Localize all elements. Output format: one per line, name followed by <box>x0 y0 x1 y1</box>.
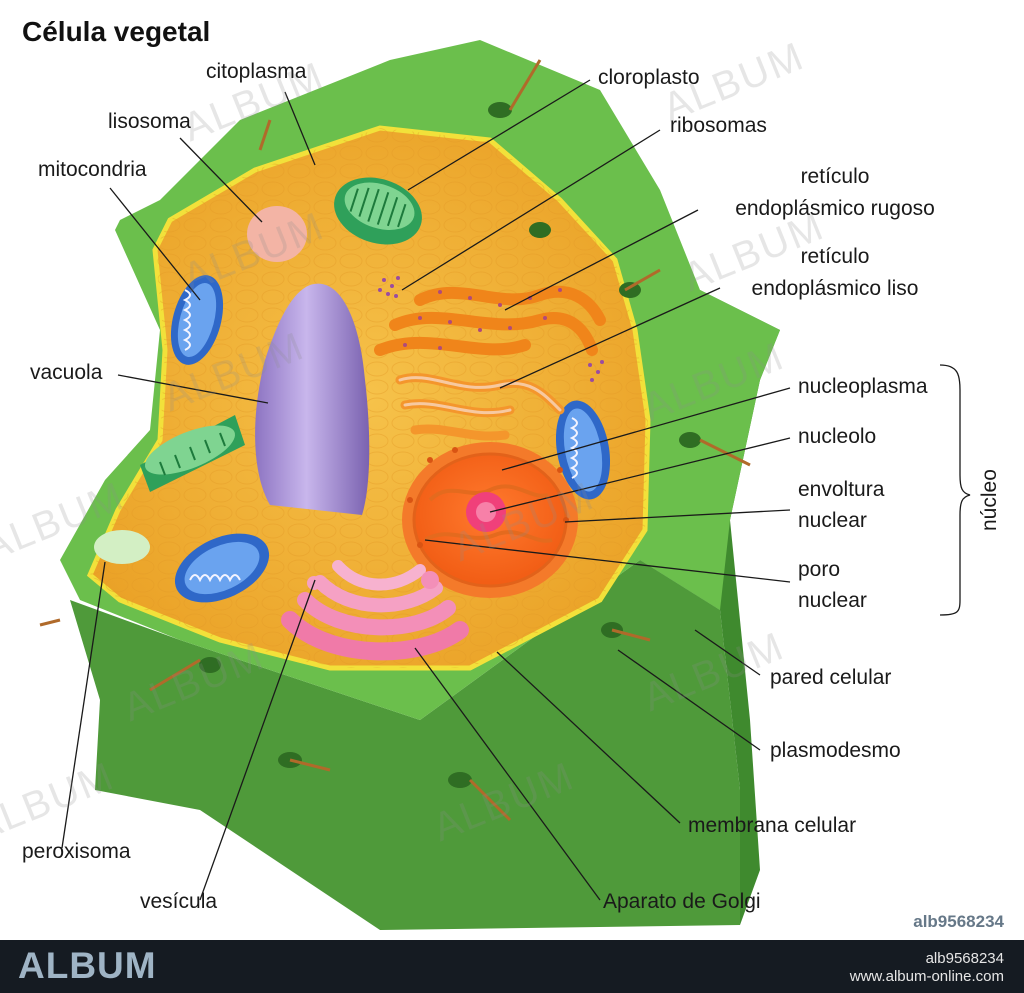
label-ribosomas: ribosomas <box>670 114 767 137</box>
footer-brand-logo: ALBUM <box>18 945 157 986</box>
label-citoplasma: citoplasma <box>206 60 307 83</box>
cell-wall-front <box>70 560 740 930</box>
rough-er <box>374 285 606 356</box>
label-rer-1: retículo <box>800 165 870 188</box>
diagram-stage <box>39 40 971 930</box>
label-rer-2: endoplásmico rugoso <box>735 197 935 220</box>
label-peroxisoma: peroxisoma <box>22 840 131 863</box>
mitochondrion-2 <box>174 533 270 603</box>
golgi-apparatus <box>281 560 469 661</box>
diagram-title: Célula vegetal <box>22 16 211 47</box>
nucleus-bracket <box>939 364 971 616</box>
label-aparato-de-golgi: Aparato de Golgi <box>603 890 761 913</box>
footer-site-link[interactable]: www.album-online.com <box>849 968 1004 985</box>
cell-illustration <box>39 40 971 930</box>
label-poro-2: nuclear <box>798 589 867 612</box>
plasmodesmata-strands <box>39 59 751 822</box>
image-id: alb9568234 <box>913 912 1004 931</box>
label-cloroplasto: cloroplasto <box>598 66 700 89</box>
mitochondrion-1 <box>170 275 224 365</box>
label-lisosoma: lisosoma <box>108 110 191 133</box>
chloroplast-left <box>140 415 245 492</box>
chloroplast-top <box>334 177 422 245</box>
peroxisome <box>94 530 150 564</box>
label-poro-1: poro <box>798 558 841 581</box>
label-plasmodesmo: plasmodesmo <box>770 739 901 762</box>
footer-image-id: alb9568234 <box>925 950 1004 967</box>
free-ribosomes <box>378 276 604 382</box>
label-vacuola: vacuola <box>30 361 103 384</box>
mitochondrion-3 <box>555 400 611 500</box>
smooth-er-highlight <box>398 376 562 415</box>
label-envoltura-2: nuclear <box>798 509 867 532</box>
label-mitocondria: mitocondria <box>38 158 147 181</box>
leader-lines <box>61 79 791 901</box>
label-membrana-celular: membrana celular <box>688 814 857 837</box>
label-envoltura-1: envoltura <box>798 478 885 501</box>
footer-bar: ALBUM alb9568234 www.album-online.com <box>0 940 1024 993</box>
label-rel-2: endoplásmico liso <box>751 277 919 300</box>
label-nucleolo: nucleolo <box>798 425 877 448</box>
label-pared-celular: pared celular <box>770 666 892 689</box>
label-nucleoplasma: nucleoplasma <box>798 375 928 398</box>
label-nucleo-group: núcleo <box>978 469 1001 531</box>
label-rel-1: retículo <box>800 245 870 268</box>
lysosome <box>247 206 307 262</box>
vacuole <box>255 283 370 515</box>
label-vesicula: vesícula <box>140 890 218 913</box>
